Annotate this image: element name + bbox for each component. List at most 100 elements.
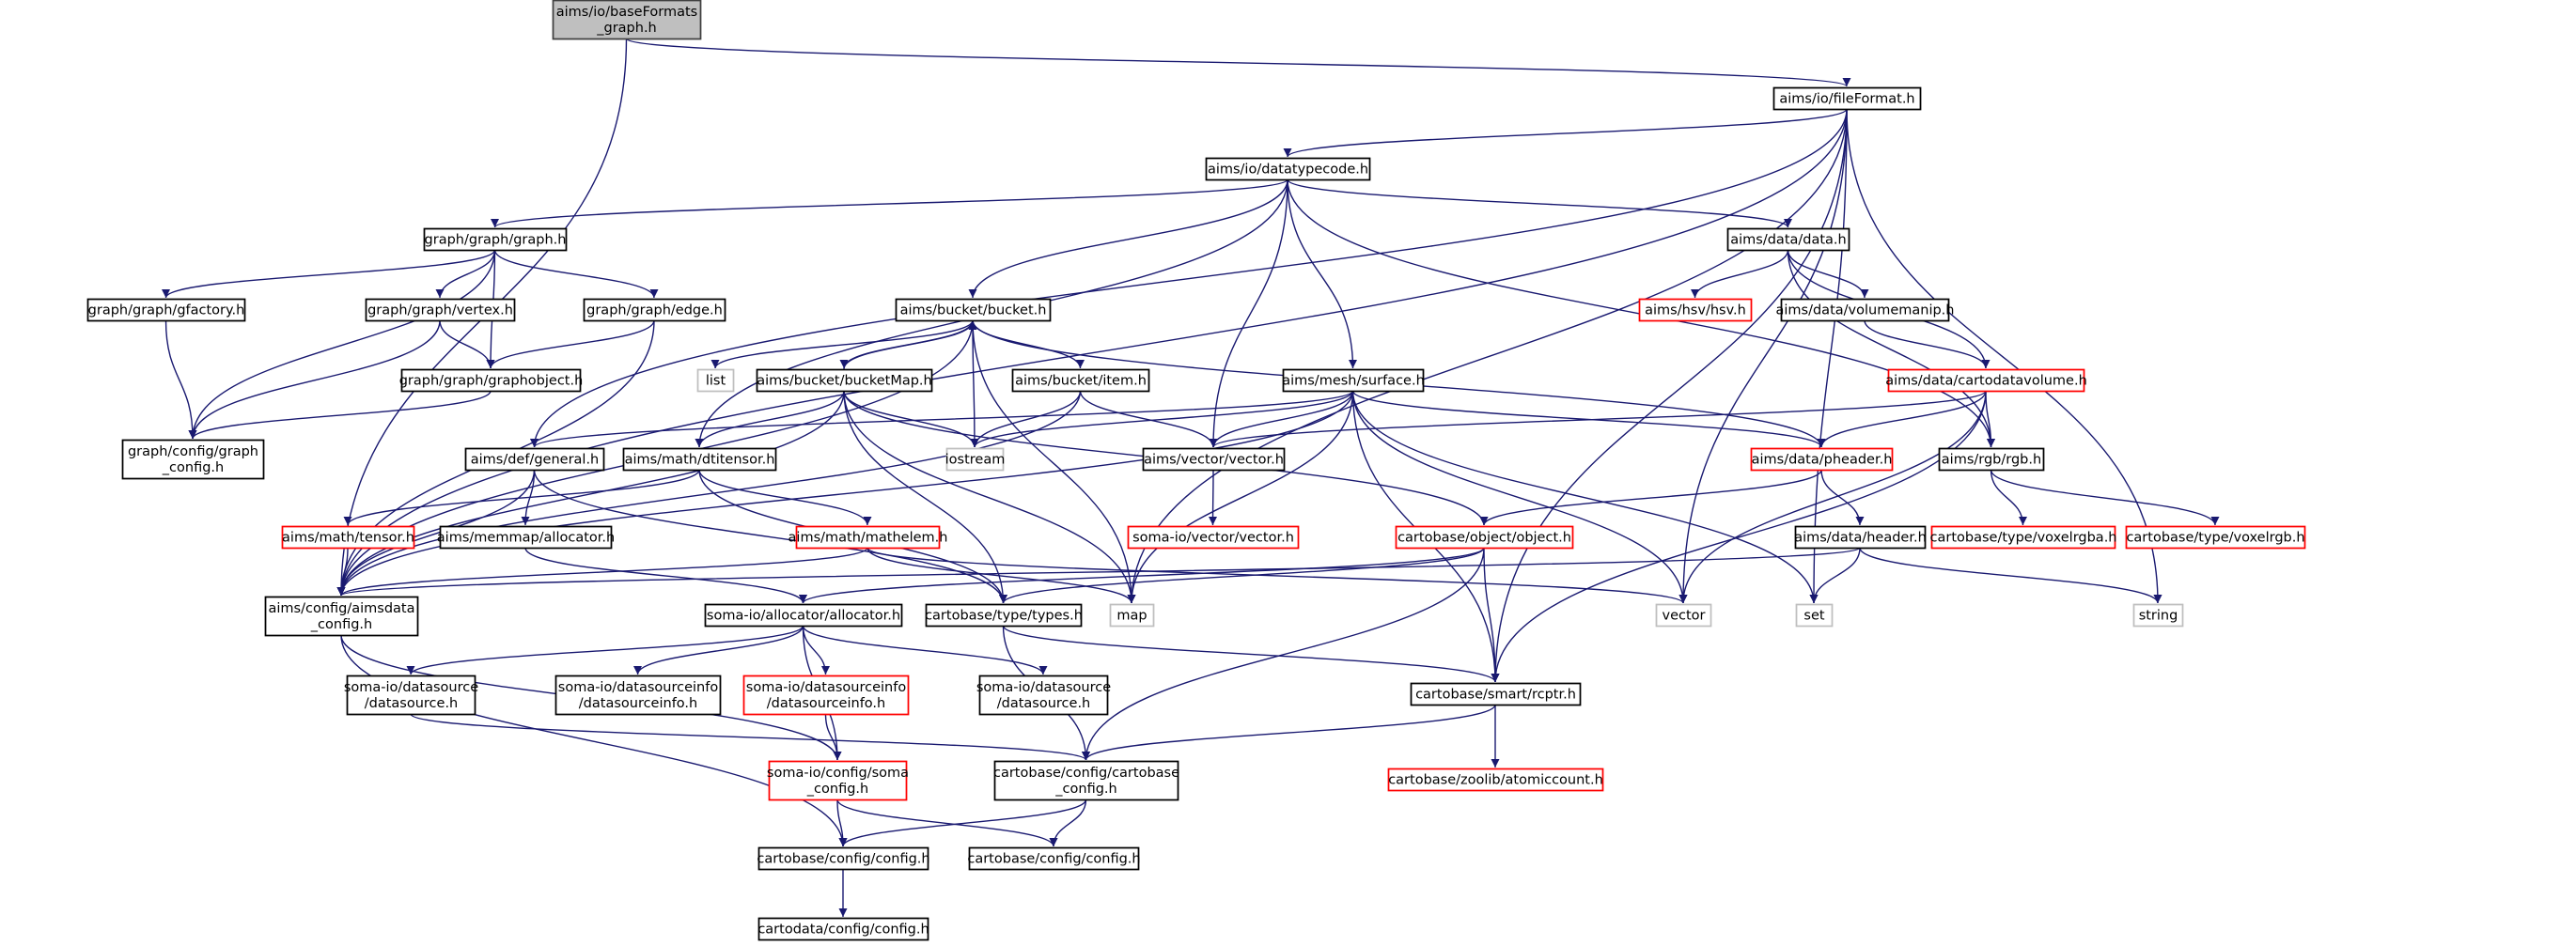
- node-rgb[interactable]: aims/rgb/rgb.h: [1938, 447, 2045, 472]
- node-iostream[interactable]: iostream: [945, 447, 1006, 472]
- node-config1[interactable]: cartobase/config/config.h: [757, 846, 930, 871]
- node-string[interactable]: string: [2132, 603, 2184, 628]
- node-label: graph/graph/vertex.h: [367, 303, 513, 318]
- edge-surface-to-general: [530, 390, 1354, 448]
- node-dsinfo1[interactable]: soma-io/datasourceinfo/datasourceinfo.h: [554, 675, 722, 716]
- node-config2[interactable]: cartobase/config/config.h: [967, 846, 1141, 871]
- node-somaalloc[interactable]: soma-io/allocator/allocator.h: [704, 603, 903, 628]
- node-volumemanip[interactable]: aims/data/volumemanip.h: [1776, 298, 1955, 322]
- node-tensor[interactable]: aims/math/tensor.h: [281, 525, 415, 550]
- node-box: [1726, 227, 1850, 252]
- node-bucketmap[interactable]: aims/bucket/bucketMap.h: [756, 368, 933, 393]
- node-label: cartobase/type/voxelrgba.h: [1930, 531, 2117, 546]
- node-label: map: [1116, 609, 1147, 624]
- node-aimsdataconfig[interactable]: aims/config/aimsdata_config.h: [264, 596, 419, 637]
- edge-item-to-iostream: [970, 390, 1082, 448]
- node-list[interactable]: list: [696, 368, 735, 393]
- node-dsinfo2[interactable]: soma-io/datasourceinfo/datasourceinfo.h: [742, 675, 910, 716]
- edge-dtitensor-to-tensor: [343, 469, 700, 526]
- node-rcptr[interactable]: cartobase/smart/rcptr.h: [1410, 682, 1582, 706]
- node-label: _config.h: [162, 460, 224, 475]
- node-types[interactable]: cartobase/type/types.h: [925, 603, 1083, 628]
- node-box: [1410, 682, 1582, 706]
- node-label: aims/io/fileFormat.h: [1779, 92, 1914, 107]
- edge-datasource1-to-cartobaseconfig: [410, 713, 1090, 761]
- node-atomiccount[interactable]: cartobase/zoolib/atomiccount.h: [1387, 768, 1604, 792]
- node-datasource1[interactable]: soma-io/datasource/datasource.h: [344, 675, 478, 716]
- node-cartodatavolume[interactable]: aims/data/cartodatavolume.h: [1885, 368, 2087, 393]
- node-box: [400, 368, 582, 393]
- edge-item-to-aimsdataconfig: [336, 390, 1082, 597]
- node-datasource2[interactable]: soma-io/datasource/datasource.h: [976, 675, 1111, 716]
- node-label: graph/graph/graphobject.h: [399, 374, 584, 389]
- node-label: soma-io/allocator/allocator.h: [707, 609, 900, 624]
- node-box: [423, 227, 568, 252]
- node-label: cartobase/object/object.h: [1397, 531, 1571, 546]
- node-mathelem[interactable]: aims/math/mathelem.h: [788, 525, 948, 550]
- node-label: /datasourceinfo.h: [579, 696, 697, 711]
- node-label: _graph.h: [596, 21, 657, 36]
- node-somavector[interactable]: soma-io/vector/vector.h: [1127, 525, 1300, 550]
- node-box: [1205, 157, 1371, 181]
- node-box: [365, 298, 516, 322]
- node-label: aims/mesh/surface.h: [1282, 374, 1425, 389]
- node-box: [264, 596, 419, 637]
- node-box: [1011, 368, 1150, 393]
- node-memmapalloc[interactable]: aims/memmap/allocator.h: [437, 525, 615, 550]
- edge-datatypecode-to-aimsdata: [1287, 178, 1792, 228]
- node-vector_h[interactable]: aims/vector/vector.h: [1142, 447, 1286, 472]
- node-dtitensor[interactable]: aims/math/dtitensor.h: [622, 447, 777, 472]
- edge-datatypecode-to-vector_h: [1209, 178, 1288, 448]
- node-fileformat[interactable]: aims/io/fileFormat.h: [1772, 86, 1922, 111]
- node-voxelrgba[interactable]: cartobase/type/voxelrgba.h: [1930, 525, 2117, 550]
- node-root[interactable]: aims/io/baseFormats_graph.h: [552, 0, 702, 40]
- edge-bucket-to-iostream: [970, 319, 979, 448]
- node-graphconfig[interactable]: graph/config/graph_config.h: [121, 439, 265, 480]
- edge-surface-to-vector_h: [1209, 390, 1354, 448]
- node-box: [757, 917, 929, 941]
- node-box: [1930, 525, 2116, 550]
- node-box: [121, 439, 265, 480]
- node-object[interactable]: cartobase/object/object.h: [1395, 525, 1574, 550]
- node-hsv[interactable]: aims/hsv/hsv.h: [1638, 298, 1753, 322]
- node-datatypecode[interactable]: aims/io/datatypecode.h: [1205, 157, 1371, 181]
- node-box: [756, 368, 933, 393]
- node-bucket[interactable]: aims/bucket/bucket.h: [895, 298, 1052, 322]
- node-label: set: [1803, 609, 1824, 624]
- node-aimsdata[interactable]: aims/data/data.h: [1726, 227, 1850, 252]
- node-gfactory[interactable]: graph/graph/gfactory.h: [86, 298, 246, 322]
- node-box: [552, 0, 702, 40]
- edge-mathelem-to-map: [866, 547, 1136, 604]
- edge-datatypecode-to-surface: [1287, 178, 1357, 369]
- node-graph[interactable]: graph/graph/graph.h: [423, 227, 568, 252]
- node-box: [2125, 525, 2306, 550]
- node-pheader[interactable]: aims/data/pheader.h: [1750, 447, 1894, 472]
- node-box: [895, 298, 1052, 322]
- edge-surface-to-iostream: [970, 390, 1354, 448]
- node-cartobaseconfig[interactable]: cartobase/config/cartobase_config.h: [993, 760, 1179, 801]
- edge-fileformat-to-aimsdataconfig: [336, 108, 1848, 597]
- node-box: [86, 298, 246, 322]
- node-box: [795, 525, 941, 550]
- node-label: /datasourceinfo.h: [767, 696, 885, 711]
- node-surface[interactable]: aims/mesh/surface.h: [1282, 368, 1425, 393]
- node-graphobject[interactable]: graph/graph/graphobject.h: [399, 368, 584, 393]
- node-vertex[interactable]: graph/graph/vertex.h: [365, 298, 516, 322]
- node-general[interactable]: aims/def/general.h: [464, 447, 605, 472]
- edge-somaalloc-to-datasource2: [802, 625, 1048, 675]
- node-box: [1395, 525, 1574, 550]
- node-box: [945, 447, 1005, 472]
- node-set[interactable]: set: [1795, 603, 1834, 628]
- node-edge[interactable]: graph/graph/edge.h: [583, 298, 726, 322]
- node-label: soma-io/datasourceinfo: [558, 680, 719, 695]
- node-label: aims/data/data.h: [1730, 233, 1846, 248]
- node-map[interactable]: map: [1109, 603, 1155, 628]
- node-vector[interactable]: vector: [1655, 603, 1712, 628]
- node-voxelrgb[interactable]: cartobase/type/voxelrgb.h: [2125, 525, 2306, 550]
- node-label: _config.h: [310, 617, 372, 632]
- node-cartodataconfig[interactable]: cartodata/config/config.h: [757, 917, 929, 941]
- node-somaconfig[interactable]: soma-io/config/soma_config.h: [767, 760, 909, 801]
- node-item[interactable]: aims/bucket/item.h: [1011, 368, 1150, 393]
- node-box: [978, 675, 1109, 716]
- node-header[interactable]: aims/data/header.h: [1794, 525, 1927, 550]
